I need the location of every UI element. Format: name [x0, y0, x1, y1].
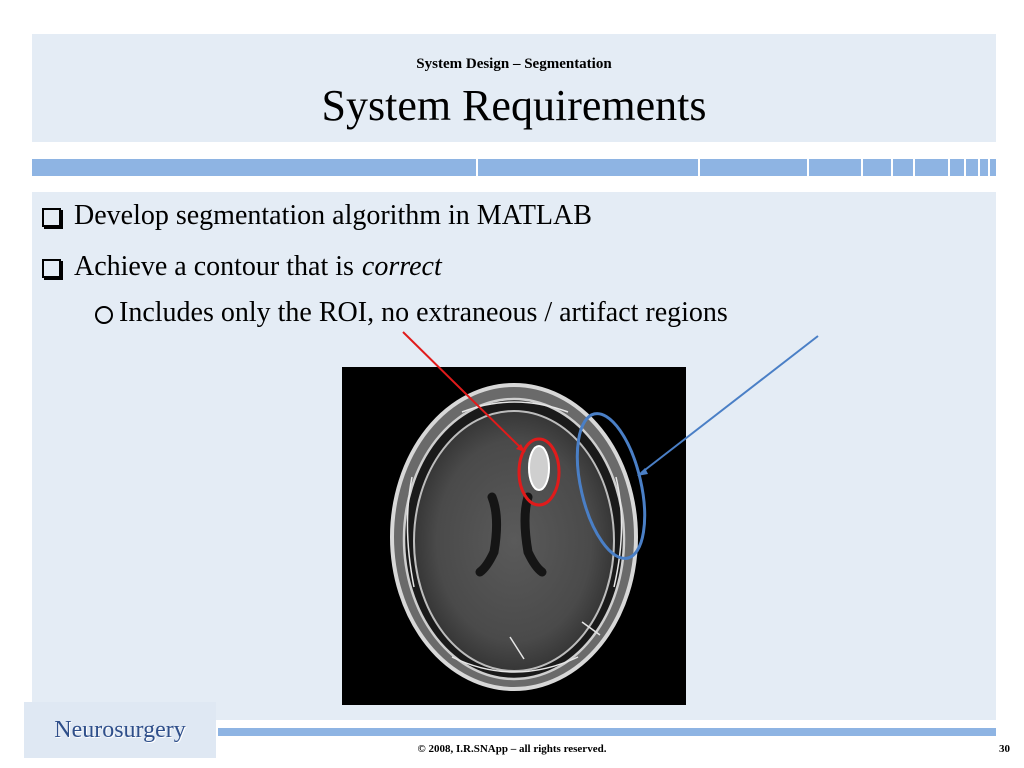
checkbox-bullet-icon [42, 258, 61, 278]
neurosurgery-logo: Neurosurgery [24, 702, 216, 758]
mri-scan-image [342, 367, 686, 705]
bullet-item: Develop segmentation algorithm in MATLAB [42, 200, 592, 232]
slide-title: System Requirements [321, 81, 707, 130]
sub-bullet-item: Includes only the ROI, no extraneous / a… [95, 297, 728, 329]
slide-header: System Design – Segmentation System Requ… [32, 34, 996, 142]
header-stripe [32, 159, 997, 176]
footer-stripe [218, 728, 996, 736]
copyright-notice: © 2008, I.R.SNApp – all rights reserved. [417, 743, 607, 755]
slide-subtitle: System Design – Segmentation [416, 56, 612, 72]
bullet-text: Achieve a contour that is [74, 251, 354, 282]
page-number: 30 [999, 743, 1010, 755]
logo-text: Neurosurgery [54, 716, 186, 743]
bullet-item: Achieve a contour that is correct [42, 251, 442, 283]
circle-bullet-icon [95, 305, 113, 324]
bullet-emphasis: correct [361, 251, 442, 282]
checkbox-bullet-icon [42, 207, 61, 227]
sub-bullet-text: Includes only the ROI, no extraneous / a… [119, 297, 728, 328]
mri-scan-graphic [390, 383, 638, 691]
bullet-text: Develop segmentation algorithm in MATLAB [74, 200, 592, 231]
